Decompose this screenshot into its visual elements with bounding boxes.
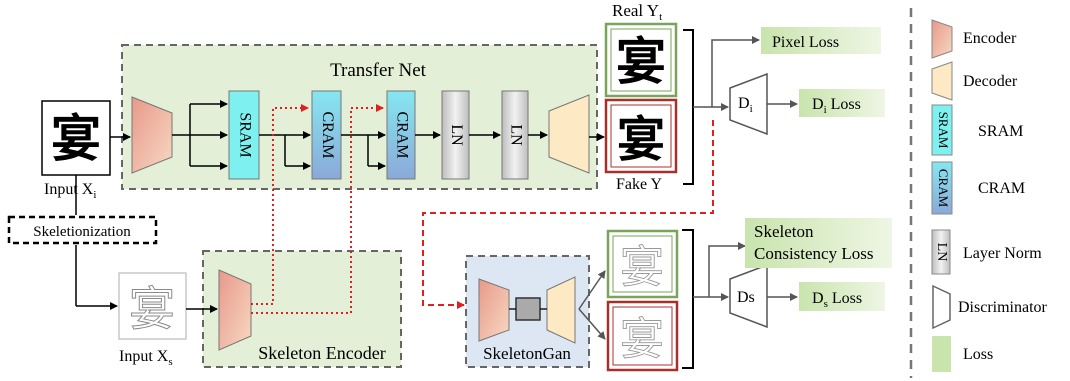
legend-loss-label: Loss [963, 346, 993, 363]
real-y-label: Real Yt [612, 1, 662, 23]
upper-loss-connectors [693, 36, 798, 111]
skeleton-consistency-loss-label-2: Consistency Loss [754, 244, 873, 263]
pixel-loss-box [761, 27, 881, 54]
fake-to-skeletongan-link [422, 120, 714, 309]
input-xs-image [118, 272, 187, 340]
legend-cram-icon [931, 161, 953, 215]
skeleton-consistency-loss-label-1: Skeleton [754, 222, 814, 241]
skeleton-fake-character: 宴 [620, 314, 664, 365]
fake-y-character: 宴 [617, 112, 665, 168]
di-discriminator [729, 72, 768, 136]
input-xi-image [41, 100, 111, 176]
ln-block-1 [441, 90, 470, 180]
skeleton-gan-title: SkeletonGan [483, 344, 571, 363]
legend-ln-icon-text: LN [934, 243, 949, 262]
skeleton-path-connectors [75, 175, 218, 313]
skeletongan-bottleneck [515, 297, 541, 321]
skeletongan-decoder-block [546, 276, 576, 344]
legend-decoder-icon [931, 61, 953, 101]
cram-block-2 [386, 90, 416, 180]
skeleton-encoder-block [218, 269, 252, 351]
legend-encoder-label: Encoder [963, 30, 1017, 47]
fake-y-label: Fake Y [616, 176, 663, 193]
legend-ln-icon [931, 229, 951, 275]
sram-block [228, 90, 260, 180]
input-xs-label: Input Xs [119, 348, 173, 368]
transfer-net-title: Transfer Net [330, 60, 427, 81]
skeletongan-encoder-block [478, 278, 510, 342]
legend-loss-icon [932, 336, 951, 372]
legend-discriminator-label: Discriminator [958, 299, 1048, 316]
skeletonization-box [7, 215, 158, 245]
ds-loss-label: Ds Loss [812, 290, 862, 310]
input-xi-label: Input Xi [44, 181, 96, 201]
legend-ln-label: Layer Norm [963, 245, 1042, 262]
lower-loss-connectors [693, 242, 798, 301]
legend-encoder-icon [931, 19, 953, 59]
ln-label-2: LN [507, 124, 524, 146]
ds-loss-box [799, 282, 885, 311]
real-y-image [604, 22, 678, 98]
skeletongan-output-connectors [578, 270, 606, 340]
ln-block-2 [501, 90, 529, 180]
skeleton-real-image [606, 229, 679, 299]
legend-discriminator-icon [932, 284, 951, 330]
di-label: Di [738, 95, 753, 115]
fake-y-image [604, 98, 678, 174]
legend: Encoder Decoder SRAM SRAM CRAM CRAM LN L… [931, 19, 1048, 372]
sram-label: SRAM [236, 112, 253, 157]
legend-sram-icon [931, 104, 953, 156]
transfer-net-connectors [110, 100, 548, 170]
real-fake-bracket [683, 29, 694, 185]
legend-sram-label: SRAM [978, 123, 1023, 140]
pixel-loss-label: Pixel Loss [772, 34, 839, 51]
skeleton-bracket [682, 229, 694, 369]
ln-label-1: LN [448, 124, 465, 146]
legend-sram-icon-text: SRAM [936, 112, 951, 149]
cram-label-2: CRAM [393, 111, 410, 158]
ds-discriminator [729, 263, 768, 329]
cram-block-1 [311, 90, 342, 180]
legend-cram-icon-text: CRAM [936, 169, 951, 208]
skeleton-encoder-title: Skeleton Encoder [258, 343, 385, 363]
legend-decoder-label: Decoder [963, 73, 1018, 90]
skeleton-feature-links [251, 104, 384, 314]
transfer-decoder-block [548, 94, 590, 174]
di-loss-label: Di Loss [812, 96, 861, 116]
skeleton-fake-image [606, 300, 679, 372]
input-xs-character: 宴 [129, 282, 175, 336]
cram-label-1: CRAM [319, 111, 336, 158]
transfer-encoder-block [131, 96, 173, 174]
ds-label: Ds [737, 289, 755, 306]
real-y-character: 宴 [616, 33, 666, 91]
legend-cram-label: CRAM [978, 180, 1025, 197]
skeleton-consistency-loss-box [745, 218, 892, 268]
skeleton-real-character: 宴 [620, 242, 664, 293]
skeletonization-label: Skeletionization [33, 224, 131, 240]
input-xi-character: 宴 [51, 110, 101, 168]
di-loss-box [799, 89, 885, 117]
